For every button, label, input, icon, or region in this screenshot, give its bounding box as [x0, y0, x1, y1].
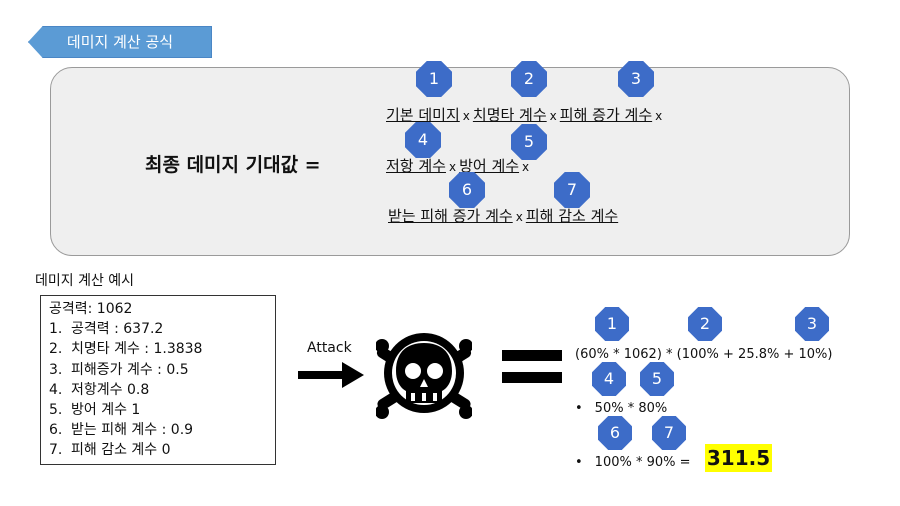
- times-sign: x: [522, 160, 530, 174]
- list-item-text: 받는 피해 계수 : 0.9: [71, 422, 194, 439]
- attack-power-line: 공격력: 1062: [49, 301, 133, 317]
- calc-line-1: (60% * 1062) * (100% + 25.8% + 10%): [575, 347, 833, 362]
- list-item-text: 공격력 : 637.2: [71, 321, 164, 338]
- right-arrow-icon: [298, 362, 364, 388]
- calc-badge-6: 6: [598, 416, 632, 450]
- calc-badge-1: 1: [595, 307, 629, 341]
- times-sign: x: [462, 109, 470, 123]
- section-title-tag: 데미지 계산 공식: [28, 26, 212, 58]
- list-item-number: 4.: [49, 381, 63, 398]
- list-item: 3. 피해증가 계수 : 0.5: [49, 360, 267, 380]
- term-damage-increase: 피해 증가 계수: [559, 106, 653, 124]
- formula-panel: [50, 67, 850, 256]
- attack-label: Attack: [307, 340, 352, 356]
- badge-6: 6: [449, 172, 485, 208]
- list-item: 5. 방어 계수 1: [49, 400, 267, 420]
- times-sign: x: [448, 160, 457, 174]
- badge-7: 7: [554, 172, 590, 208]
- formula-label: 최종 데미지 기대값 =: [145, 154, 321, 176]
- list-item-number: 5.: [49, 402, 63, 419]
- list-item: 6. 받는 피해 계수 : 0.9: [49, 420, 267, 440]
- example-stats-box: 공격력: 1062 1. 공격력 : 637.2 2. 치명타 계수 : 1.383…: [40, 295, 276, 465]
- calc-badge-2: 2: [688, 307, 722, 341]
- calc-line-3-text: 100% * 90% =: [594, 455, 691, 470]
- calc-badge-7: 7: [652, 416, 686, 450]
- list-item-text: 피해 감소 계수 0: [71, 442, 171, 459]
- term-defense: 방어 계수: [459, 157, 520, 175]
- list-item: 1. 공격력 : 637.2: [49, 319, 267, 339]
- badge-3: 3: [618, 61, 654, 97]
- badge-2: 2: [511, 61, 547, 97]
- calc-badge-5: 5: [640, 362, 674, 396]
- bullet: •: [575, 401, 583, 416]
- times-sign: x: [515, 210, 523, 224]
- calc-line-2-text: 50% * 80%: [594, 401, 668, 416]
- list-item-number: 2.: [49, 341, 63, 358]
- list-item-text: 치명타 계수 : 1.3838: [71, 341, 203, 358]
- calc-line-2: • 50% * 80%: [575, 401, 667, 416]
- result-value: 311.5: [705, 444, 772, 472]
- badge-5: 5: [511, 124, 547, 160]
- skull-icon: [376, 333, 472, 419]
- calc-line-3: • 100% * 90% =: [575, 455, 691, 470]
- list-item: 7. 피해 감소 계수 0: [49, 440, 267, 460]
- term-base-damage: 기본 데미지: [386, 106, 460, 124]
- list-item-number: 6.: [49, 422, 63, 439]
- badge-1: 1: [416, 61, 452, 97]
- calc-badge-3: 3: [795, 307, 829, 341]
- term-damage-reduction: 피해 감소 계수: [525, 207, 619, 225]
- list-item-number: 3.: [49, 361, 63, 378]
- times-sign: x: [549, 109, 557, 123]
- term-received-damage: 받는 피해 증가 계수: [388, 207, 513, 225]
- bullet: •: [575, 455, 583, 470]
- list-item-text: 방어 계수 1: [71, 402, 141, 419]
- example-title: 데미지 계산 예시: [35, 273, 135, 289]
- term-resistance: 저항 계수: [386, 157, 446, 175]
- list-item-number: 7.: [49, 442, 63, 459]
- calc-badge-4: 4: [592, 362, 626, 396]
- term-crit-coefficient: 치명타 계수: [472, 106, 547, 124]
- list-item-number: 1.: [49, 321, 63, 338]
- list-item-text: 피해증가 계수 : 0.5: [71, 361, 189, 378]
- list-item: 2. 치명타 계수 : 1.3838: [49, 339, 267, 359]
- times-sign: x: [655, 109, 663, 123]
- list-item-text: 저항계수 0.8: [71, 381, 150, 398]
- equals-icon: [502, 350, 562, 383]
- badge-4: 4: [405, 122, 441, 158]
- list-item: 4. 저항계수 0.8: [49, 380, 267, 400]
